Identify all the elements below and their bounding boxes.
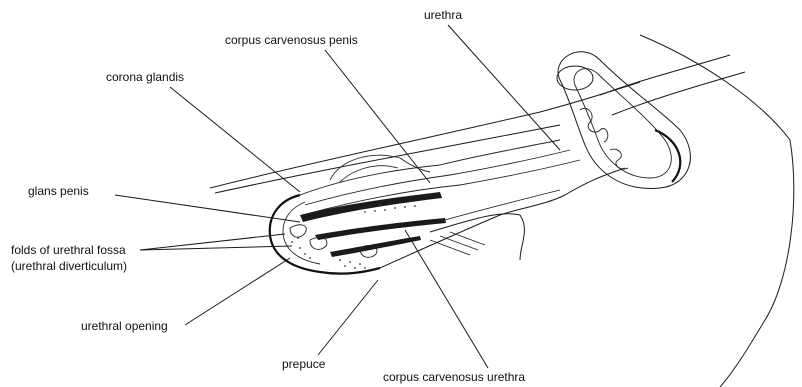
sheath-upper-contour-2 — [215, 125, 560, 193]
label-urethra: urethra — [424, 8, 462, 22]
urethral-fold-1 — [290, 225, 306, 237]
abdomen-line-lower — [612, 72, 745, 115]
glans-inner-outline — [283, 202, 320, 264]
leader-corpus-carvenosus-penis — [325, 50, 430, 183]
retractor-wavy — [580, 108, 608, 142]
shaft-line-3 — [460, 160, 580, 185]
hatch-1 — [430, 240, 470, 255]
corpus-band-dark-3 — [330, 236, 421, 257]
label-corpus-carvenosus-penis: corpus carvenosus penis — [225, 33, 358, 47]
belly-lower-outline — [720, 140, 794, 387]
retractor-ring — [557, 66, 593, 90]
corona-cap-inner — [340, 166, 398, 182]
label-glans-penis: glans penis — [28, 184, 89, 198]
shaft-line-4 — [445, 190, 560, 220]
sheath-upper-contour — [210, 82, 640, 188]
shaft-lower-contour — [380, 168, 625, 268]
label-prepuce: prepuce — [282, 357, 325, 371]
leader-folds-2 — [140, 246, 292, 250]
shaft-line-2 — [450, 150, 570, 175]
label-corona-glandis: corona glandis — [106, 70, 184, 84]
shaft-line-1 — [440, 140, 560, 165]
retractor-wavy-2 — [610, 149, 628, 169]
label-folds-line2: (urethral diverticulum) — [11, 259, 127, 273]
leader-glans-penis — [115, 195, 300, 222]
retractor-thick — [655, 130, 680, 182]
corpus-band-dark-1 — [300, 192, 442, 222]
hatch-3 — [450, 232, 485, 245]
leader-corpus-carvenosus-urethra — [405, 230, 488, 368]
leader-urethral-opening — [185, 258, 290, 325]
corpus-band-dark-2 — [315, 218, 446, 240]
label-corpus-carvenosus-urethra: corpus carvenosus urethra — [383, 370, 525, 384]
label-folds-line1: folds of urethral fossa — [11, 243, 126, 257]
leader-corona-glandis — [170, 87, 300, 192]
belly-outline — [640, 35, 790, 140]
leader-prepuce — [318, 280, 378, 355]
leader-urethra — [448, 25, 560, 150]
hatch-2 — [440, 236, 478, 250]
label-urethral-opening: urethral opening — [81, 319, 168, 333]
